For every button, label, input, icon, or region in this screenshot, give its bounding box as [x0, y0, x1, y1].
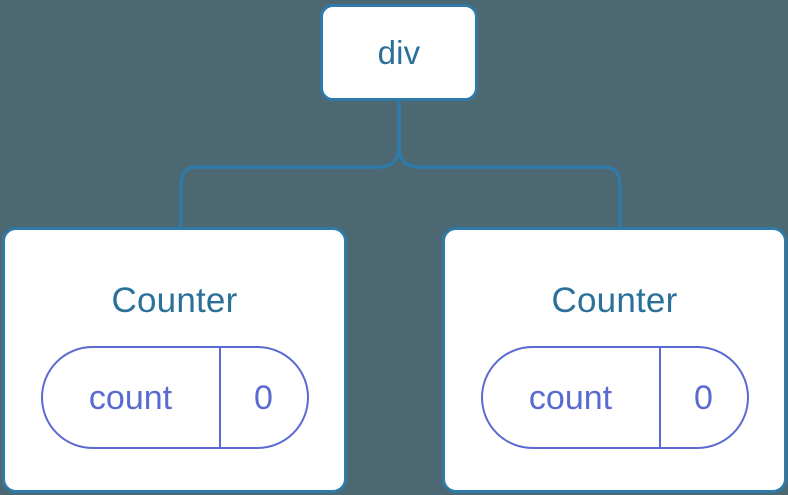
root-node-label: div: [377, 34, 421, 71]
node-root-div[interactable]: div: [320, 4, 478, 101]
component-title: Counter: [111, 281, 238, 320]
state-value-label: 0: [694, 378, 713, 417]
component-title: Counter: [551, 281, 678, 320]
state-value-label: 0: [254, 378, 273, 417]
node-component-counter-1[interactable]: Counter count 0: [2, 227, 347, 493]
state-pill: count 0: [480, 346, 749, 449]
node-component-counter-2[interactable]: Counter count 0: [442, 227, 787, 493]
connector-stem-right: [397, 98, 622, 230]
connector-stem-left: [179, 98, 401, 230]
state-key-label: count: [43, 348, 221, 447]
state-pill: count 0: [40, 346, 309, 449]
state-key-label: count: [483, 348, 661, 447]
